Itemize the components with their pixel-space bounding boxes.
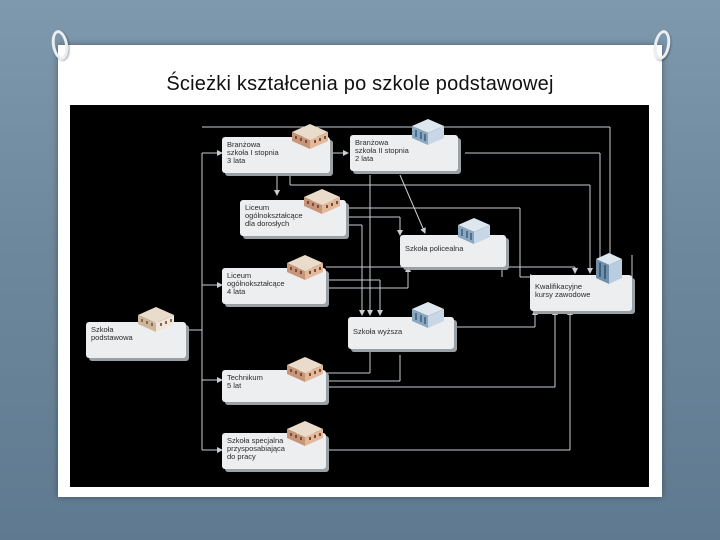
node-label: 2 lata <box>355 155 453 163</box>
school-building-icon <box>290 120 330 150</box>
node-label: 3 lata <box>227 157 325 165</box>
school-building-icon <box>302 185 342 215</box>
node-label: kursy zawodowe <box>535 291 627 299</box>
binder-ring-right <box>652 29 673 61</box>
node-label: 4 lata <box>227 288 321 296</box>
school-building-icon <box>285 353 325 383</box>
education-paths-diagram: Szkoła podstawowa Branżowa szkoła I stop… <box>70 105 649 487</box>
node-label: dla dorosłych <box>245 220 341 228</box>
node-label: Szkoła wyższa <box>353 328 449 336</box>
office-tower-icon <box>594 251 624 285</box>
modern-building-icon <box>410 116 446 146</box>
node-label: podstawowa <box>91 334 181 342</box>
school-building-icon <box>285 417 325 447</box>
school-building-icon <box>136 303 176 333</box>
node-label: Szkoła policealna <box>405 245 501 253</box>
node-label: do pracy <box>227 453 321 461</box>
slide-title: Ścieżki kształcenia po szkole podstawowe… <box>60 73 660 96</box>
modern-building-icon <box>410 299 446 329</box>
modern-building-icon <box>456 215 492 245</box>
node-label: 5 lat <box>227 382 321 390</box>
school-building-icon <box>285 251 325 281</box>
